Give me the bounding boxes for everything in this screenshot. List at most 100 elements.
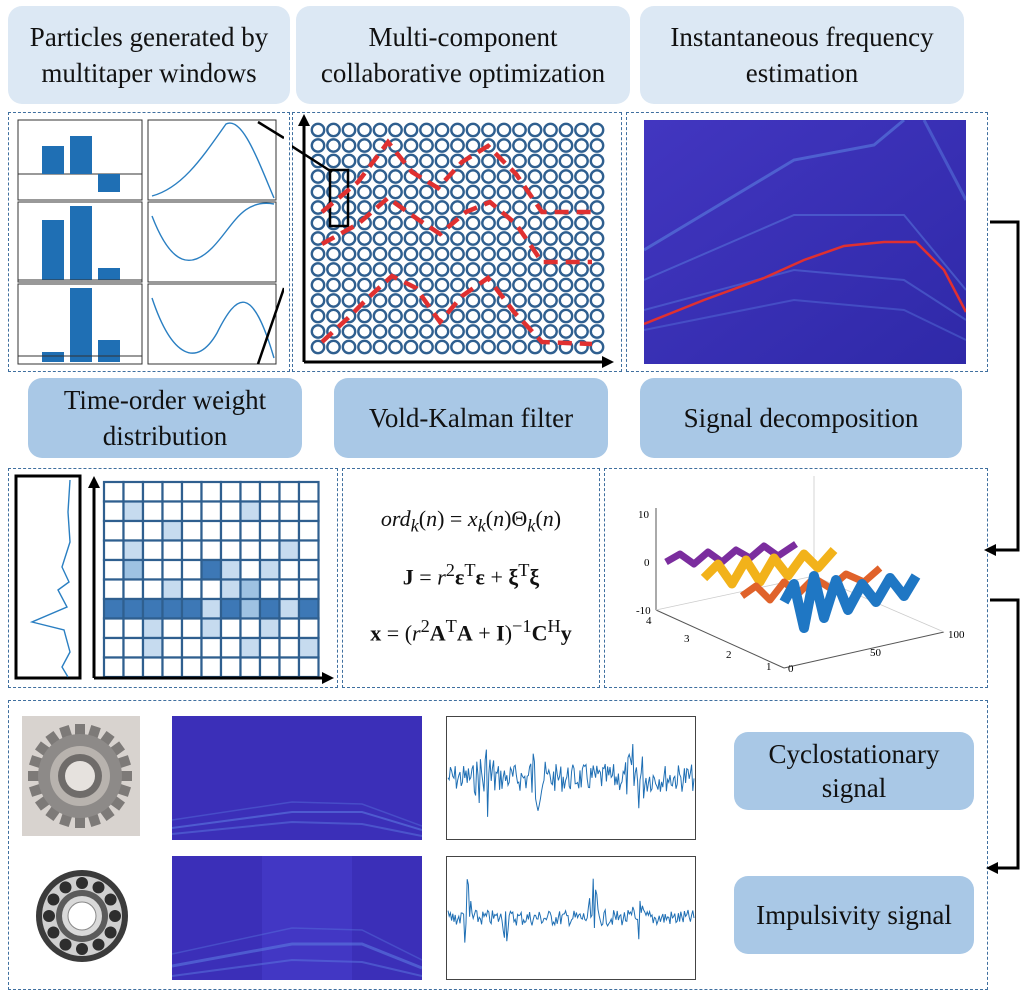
particle xyxy=(388,246,403,262)
weight-cell xyxy=(258,539,281,562)
particle xyxy=(341,293,357,308)
particle xyxy=(527,339,543,355)
gear-tooth xyxy=(75,814,85,828)
vold-kalman-panel-border xyxy=(342,468,600,688)
particle xyxy=(496,262,512,277)
weight-cell xyxy=(122,617,145,640)
weight-cell xyxy=(141,539,164,562)
particle xyxy=(388,215,403,231)
particle xyxy=(465,339,481,355)
particle xyxy=(481,246,496,262)
weight-cell xyxy=(141,636,164,659)
weight-cell xyxy=(278,480,301,503)
particle xyxy=(434,293,450,308)
particle xyxy=(372,293,388,308)
weight-cell xyxy=(278,558,301,581)
marginal-box xyxy=(14,474,82,680)
particle xyxy=(543,231,558,246)
particle xyxy=(589,138,605,153)
bearing-ball xyxy=(92,881,105,894)
weight-cell xyxy=(200,500,223,523)
particle xyxy=(574,231,589,246)
weight-cell xyxy=(122,597,145,620)
decomp-panel-border xyxy=(604,468,988,688)
bearing-ball xyxy=(109,910,121,922)
bar xyxy=(42,146,64,174)
weight-cell xyxy=(239,500,262,523)
harmonic-line xyxy=(644,214,966,291)
harmonic-line xyxy=(644,298,966,341)
particle xyxy=(543,122,558,138)
particle xyxy=(310,231,326,246)
component-orange xyxy=(739,565,883,604)
depth-tick: 1 xyxy=(766,661,772,673)
particle xyxy=(589,308,605,324)
particle xyxy=(558,138,574,153)
particle xyxy=(388,277,403,293)
particle xyxy=(496,122,512,138)
particle xyxy=(310,153,326,169)
weight-cell xyxy=(102,578,125,601)
component-blue xyxy=(779,571,921,633)
particle xyxy=(589,246,605,262)
weight-cell xyxy=(239,578,262,601)
particle xyxy=(450,293,465,308)
particle xyxy=(434,153,450,169)
weight-cell xyxy=(297,636,320,659)
particle xyxy=(574,308,589,324)
particle xyxy=(481,308,496,324)
particle xyxy=(310,308,326,324)
particle xyxy=(403,262,419,277)
bearing-ball xyxy=(76,877,88,889)
weight-cell xyxy=(161,656,184,679)
weight-cell xyxy=(122,656,145,679)
particle xyxy=(558,308,574,324)
particle xyxy=(403,184,419,200)
particle xyxy=(558,262,574,277)
particle xyxy=(403,200,419,215)
ife-spectrogram xyxy=(644,120,966,364)
particle xyxy=(403,324,419,339)
particle xyxy=(589,293,605,308)
weight-cell xyxy=(278,597,301,620)
particle xyxy=(372,339,388,355)
particle xyxy=(434,246,450,262)
particle xyxy=(589,169,605,184)
impulsivity-spectrogram xyxy=(172,856,422,980)
harmonic-line xyxy=(644,120,905,252)
optimization-panel-border xyxy=(292,112,622,372)
particle xyxy=(589,262,605,277)
particle xyxy=(465,308,481,324)
particle xyxy=(403,246,419,262)
particle xyxy=(496,138,512,153)
x-tick: 100 xyxy=(948,629,965,641)
bar xyxy=(42,220,64,280)
particle xyxy=(558,122,574,138)
particle xyxy=(574,339,589,355)
estimated-frequency-curve xyxy=(644,240,966,326)
particle xyxy=(372,184,388,200)
optimization-path xyxy=(320,273,593,347)
weight-cell xyxy=(258,558,281,581)
weight-cell xyxy=(161,597,184,620)
particle xyxy=(357,200,372,215)
x-axis-arrow xyxy=(322,672,334,684)
particle xyxy=(341,231,357,246)
impulsivity-label: Impulsivity signal xyxy=(734,876,974,954)
particle xyxy=(310,169,326,184)
particle xyxy=(527,169,543,184)
weight-cell xyxy=(297,597,320,620)
bearing-ball xyxy=(43,910,55,922)
particle xyxy=(403,277,419,293)
particle xyxy=(496,277,512,293)
particle xyxy=(450,277,465,293)
window-row-2 xyxy=(17,201,277,283)
connector-ife-to-decomp xyxy=(990,220,1020,552)
weight-cell xyxy=(102,617,125,640)
weight-cell xyxy=(278,656,301,679)
particle xyxy=(403,293,419,308)
weight-cell xyxy=(180,578,203,601)
weight-cell xyxy=(278,500,301,523)
particle xyxy=(496,293,512,308)
bar xyxy=(42,352,64,362)
